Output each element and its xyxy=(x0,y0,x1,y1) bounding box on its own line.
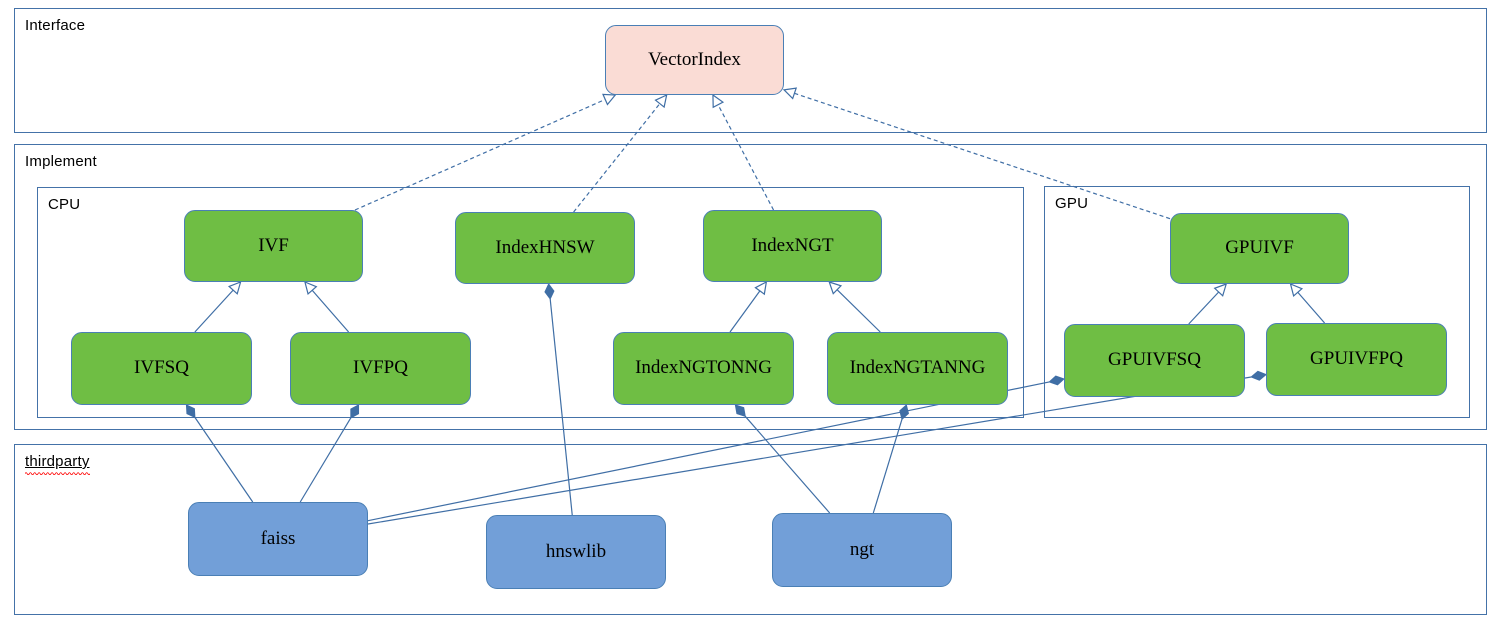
package-gpu-label: GPU xyxy=(1055,195,1089,212)
class-node-indexngtonng[interactable]: IndexNGTONNG xyxy=(613,332,794,405)
class-node-ivf[interactable]: IVF xyxy=(184,210,363,282)
class-node-hnswlib[interactable]: hnswlib xyxy=(486,515,666,589)
package-gpu[interactable] xyxy=(1044,186,1470,418)
class-node-faiss[interactable]: faiss xyxy=(188,502,368,576)
class-node-gpuivfpq[interactable]: GPUIVFPQ xyxy=(1266,323,1447,396)
package-interface-label: Interface xyxy=(25,17,86,34)
spellcheck-underline-icon xyxy=(25,471,90,475)
class-node-indexngt[interactable]: IndexNGT xyxy=(703,210,882,282)
class-node-ivfsq[interactable]: IVFSQ xyxy=(71,332,252,405)
class-node-vectorindex[interactable]: VectorIndex xyxy=(605,25,784,95)
package-cpu-label: CPU xyxy=(48,196,81,213)
package-implement-label: Implement xyxy=(25,153,97,170)
class-node-indexhnsw[interactable]: IndexHNSW xyxy=(455,212,635,284)
class-node-ivfpq[interactable]: IVFPQ xyxy=(290,332,471,405)
class-node-indexngtanng[interactable]: IndexNGTANNG xyxy=(827,332,1008,405)
package-thirdparty-label: thirdparty xyxy=(25,453,90,470)
class-node-gpuivfsq[interactable]: GPUIVFSQ xyxy=(1064,324,1245,397)
class-node-ngt[interactable]: ngt xyxy=(772,513,952,587)
class-node-gpuivf[interactable]: GPUIVF xyxy=(1170,213,1349,284)
